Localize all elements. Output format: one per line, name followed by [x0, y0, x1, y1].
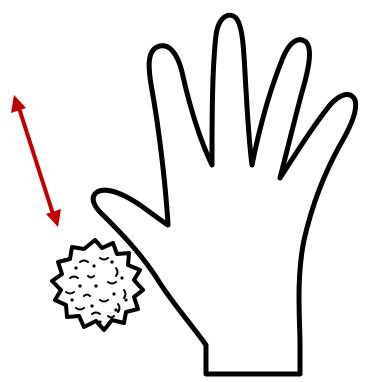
- double-headed-arrow-icon: [11, 95, 61, 227]
- particle-outline: [52, 240, 143, 330]
- fuzzy-spiky-particle-icon: [52, 240, 143, 330]
- open-hand-icon: [93, 15, 355, 374]
- arrow-shaft: [19, 108, 53, 214]
- arrow-head-top: [11, 95, 26, 113]
- arrow-head-bottom: [46, 209, 61, 227]
- hand-outline: [93, 15, 355, 374]
